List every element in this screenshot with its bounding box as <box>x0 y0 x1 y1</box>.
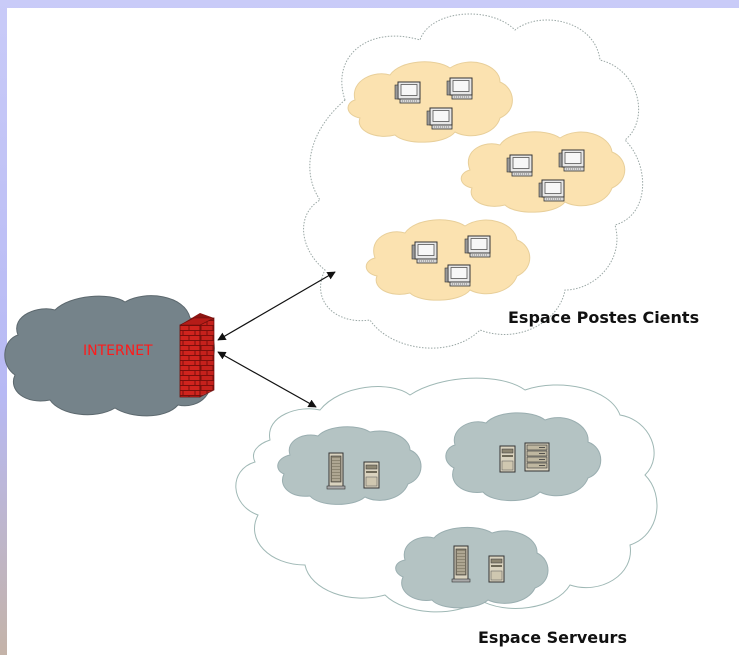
link-arrow-clients <box>217 271 336 341</box>
internet-label: INTERNET <box>83 343 153 359</box>
server-box-icon <box>363 461 380 489</box>
client-subnet-cloud <box>460 131 626 213</box>
client-zone-label: Espace Postes Cients <box>508 308 700 327</box>
server-zone-label: Espace Serveurs <box>478 628 627 647</box>
server-box-icon <box>488 555 505 583</box>
link-arrow-servers <box>217 351 317 408</box>
server-subnet-cloud <box>445 412 602 502</box>
server-box-icon <box>499 445 516 473</box>
rack-server-icon <box>524 442 550 472</box>
server-subnet-cloud <box>277 426 422 505</box>
brick-wall-firewall-icon <box>179 313 215 398</box>
client-subnet-cloud <box>365 219 531 301</box>
tower-server-icon <box>451 545 471 583</box>
tower-server-icon <box>326 452 346 490</box>
server-subnet-cloud <box>395 526 549 609</box>
